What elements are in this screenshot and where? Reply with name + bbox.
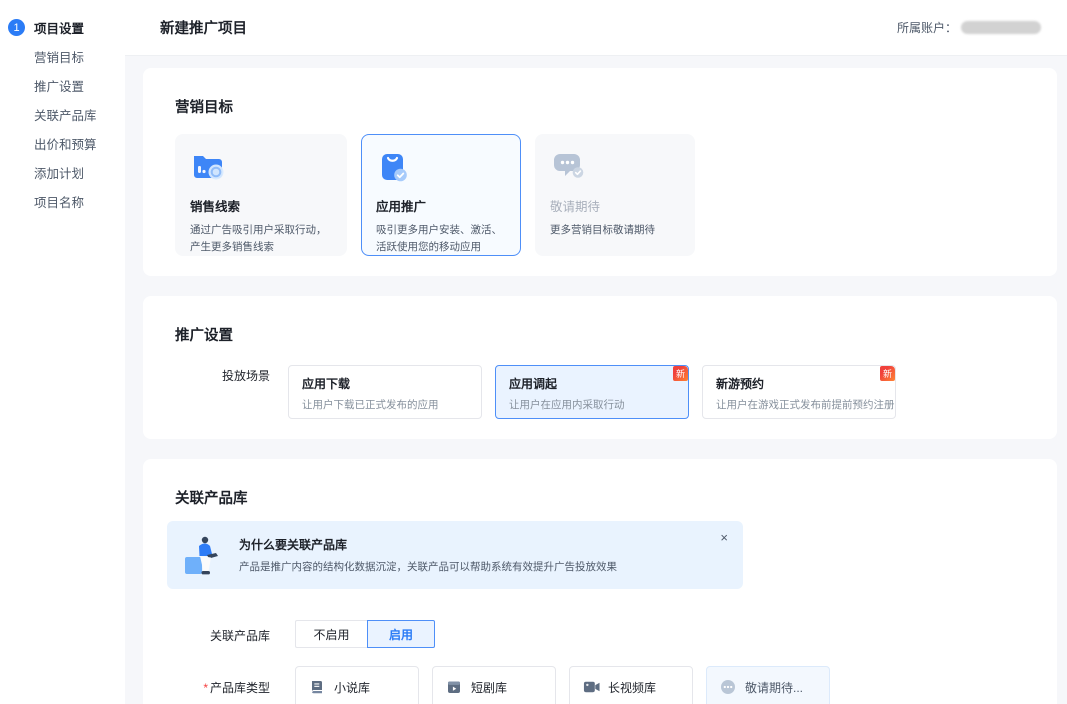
step-label: 关联产品库 [34, 109, 97, 123]
type-card-label: 敬请期待... [745, 680, 804, 695]
step-number-badge: 1 [8, 19, 25, 36]
goal-card-desc: 通过广告吸引用户采取行动，产生更多销售线索 [190, 224, 327, 254]
type-card-short-drama-library[interactable]: 短剧库 [432, 666, 556, 704]
scene-option-new-game-reserve[interactable]: 新 新游预约 让用户在游戏正式发布前提前预约注册 [702, 365, 896, 419]
new-badge: 新 [673, 366, 688, 381]
banner-text: 为什么要关联产品库 产品是推广内容的结构化数据沉淀，关联产品可以帮助系统有效提升… [239, 536, 617, 574]
type-card-long-video-library[interactable]: 长视频库 [569, 666, 693, 704]
library-type-label: *产品库类型 [175, 679, 270, 696]
type-card-label: 长视频库 [608, 680, 657, 695]
library-toggle-label: 关联产品库 [209, 628, 270, 643]
section-title: 推广设置 [175, 328, 233, 344]
scene-row: 投放场景 应用下载 让用户下载已正式发布的应用 新 应用调起 让用户在应用内采取… [175, 365, 1025, 419]
person-laptop-illustration [183, 531, 225, 579]
why-link-banner: 为什么要关联产品库 产品是推广内容的结构化数据沉淀，关联产品可以帮助系统有效提升… [167, 521, 743, 589]
marketing-goal-section: 营销目标 销售线索 通过广告 [143, 68, 1057, 276]
page-header: 新建推广项目 所属账户： [125, 0, 1067, 56]
disable-option-button[interactable]: 不启用 [295, 620, 367, 648]
step-label: 营销目标 [34, 51, 85, 65]
sidebar-step-bid-budget[interactable]: 出价和预算 [0, 129, 125, 158]
library-toggle-row: 关联产品库 不启用 启用 [175, 620, 1025, 648]
type-card-label: 短剧库 [471, 680, 508, 695]
app-bag-icon [376, 150, 506, 184]
section-title: 关联产品库 [175, 491, 248, 507]
sidebar-step-project-name[interactable]: 项目名称 [0, 187, 125, 216]
scene-option-title: 新游预约 [716, 377, 765, 391]
enable-segmented-control: 不启用 启用 [295, 620, 435, 648]
scene-option-list: 应用下载 让用户下载已正式发布的应用 新 应用调起 让用户在应用内采取行动 新 … [288, 365, 896, 419]
sidebar-step-marketing-goal[interactable]: 营销目标 [0, 42, 125, 71]
type-card-coming-soon: 敬请期待... [706, 666, 830, 704]
step-sidebar: 1 项目设置 营销目标 推广设置 关联产品库 出价和预算 添加计划 项目名称 [0, 0, 125, 704]
main-area: 新建推广项目 所属账户： 营销目标 [125, 0, 1067, 704]
account-info: 所属账户： [897, 19, 1041, 36]
scene-option-desc: 让用户在应用内采取行动 [509, 399, 625, 411]
library-type-row: *产品库类型 小说库 [175, 666, 1025, 704]
step-label: 出价和预算 [34, 138, 97, 152]
step-label: 推广设置 [34, 80, 85, 94]
video-camera-icon [583, 679, 600, 696]
goal-card-coming-soon: 敬请期待 更多营销目标敬请期待 [535, 134, 695, 256]
goal-card-title: 销售线索 [190, 200, 241, 214]
scene-option-app-invoke[interactable]: 新 应用调起 让用户在应用内采取行动 [495, 365, 689, 419]
goal-card-list: 销售线索 通过广告吸引用户采取行动，产生更多销售线索 应用 [175, 134, 1025, 256]
scene-label: 投放场景 [221, 369, 270, 383]
scene-option-desc: 让用户在游戏正式发布前提前预约注册 [716, 399, 895, 411]
book-icon [309, 679, 326, 696]
sidebar-step-promotion-setting[interactable]: 推广设置 [0, 71, 125, 100]
sidebar-step-product-library[interactable]: 关联产品库 [0, 100, 125, 129]
promotion-setting-section: 推广设置 投放场景 应用下载 让用户下载已正式发布的应用 新 应用调起 让用户在… [143, 296, 1057, 439]
required-mark: * [203, 680, 208, 695]
account-name-redacted [961, 21, 1041, 34]
product-library-section: 关联产品库 为什么要关联产品库 产 [143, 459, 1057, 704]
new-badge: 新 [880, 366, 895, 381]
short-drama-icon [446, 679, 463, 696]
sidebar-step-project-settings[interactable]: 1 项目设置 [0, 13, 125, 42]
section-title: 营销目标 [175, 100, 233, 116]
scene-option-desc: 让用户下载已正式发布的应用 [302, 399, 439, 411]
content-scroll-area: 营销目标 销售线索 通过广告 [125, 56, 1067, 704]
type-card-novel-library[interactable]: 小说库 [295, 666, 419, 704]
dots-circle-icon [720, 679, 737, 696]
banner-title: 为什么要关联产品库 [239, 538, 348, 552]
enable-option-button[interactable]: 启用 [367, 620, 435, 648]
banner-desc: 产品是推广内容的结构化数据沉淀，关联产品可以帮助系统有效提升广告投放效果 [239, 561, 617, 573]
goal-card-desc: 吸引更多用户安装、激活、活跃使用您的移动应用 [376, 224, 502, 254]
close-icon[interactable]: × [720, 530, 728, 545]
step-label: 添加计划 [34, 167, 85, 181]
sidebar-step-add-plan[interactable]: 添加计划 [0, 158, 125, 187]
goal-card-title: 敬请期待 [550, 200, 601, 214]
type-card-label: 小说库 [334, 680, 371, 695]
chat-bubbles-icon [550, 150, 680, 184]
scene-option-title: 应用下载 [302, 377, 351, 391]
goal-card-title: 应用推广 [376, 200, 427, 214]
goal-card-sales-leads[interactable]: 销售线索 通过广告吸引用户采取行动，产生更多销售线索 [175, 134, 347, 256]
goal-card-desc: 更多营销目标敬请期待 [550, 224, 655, 236]
scene-option-app-download[interactable]: 应用下载 让用户下载已正式发布的应用 [288, 365, 482, 419]
folder-search-icon [190, 150, 332, 184]
step-label: 项目名称 [34, 196, 85, 210]
goal-card-app-promotion[interactable]: 应用推广 吸引更多用户安装、激活、活跃使用您的移动应用 [361, 134, 521, 256]
page-title: 新建推广项目 [160, 21, 247, 37]
library-type-list: 小说库 短剧库 [295, 666, 830, 704]
step-label: 项目设置 [34, 22, 85, 36]
scene-option-title: 应用调起 [509, 377, 558, 391]
label-text: 产品库类型 [209, 680, 270, 695]
account-label: 所属账户： [896, 21, 957, 35]
